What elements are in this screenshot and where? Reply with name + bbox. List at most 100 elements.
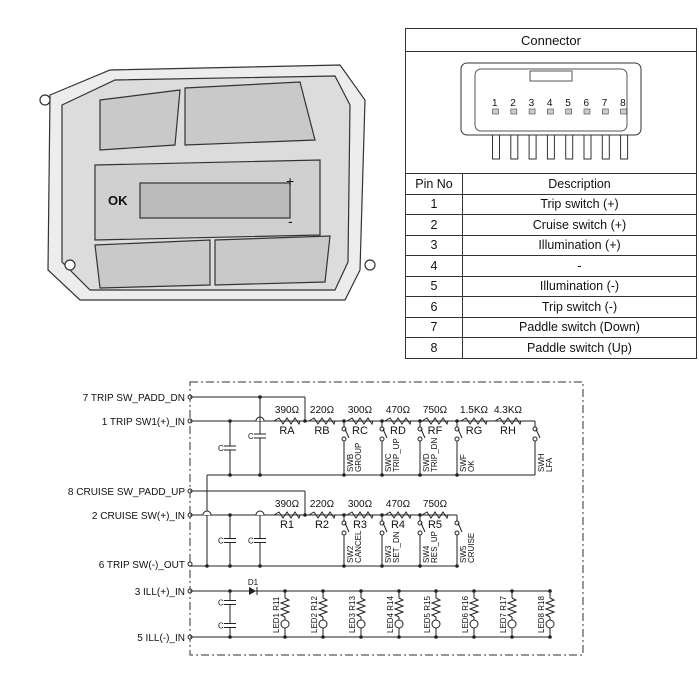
resistor-RD xyxy=(384,417,412,426)
switch-label: SWD xyxy=(422,453,431,472)
switch-label: SWF xyxy=(459,454,468,472)
junction-dot xyxy=(303,419,307,423)
resistor-name: RG xyxy=(466,425,483,437)
switch-blade xyxy=(535,428,541,439)
switch-blade xyxy=(420,522,426,533)
resistor-R5 xyxy=(421,511,449,520)
pin-description: - xyxy=(462,255,697,277)
connector-pin-number: 3 xyxy=(529,98,535,109)
switch-label: CRUISE xyxy=(467,533,476,563)
led xyxy=(469,619,479,629)
switch-label: TRIP_DN xyxy=(430,438,439,472)
resistor-name: R5 xyxy=(428,519,442,531)
connector-pin-number: 4 xyxy=(547,98,553,109)
switch-label: SWB xyxy=(346,454,355,472)
switch-label: RES_UP xyxy=(430,531,439,563)
led xyxy=(280,619,290,629)
resistor-RA xyxy=(273,417,301,426)
pin-description: Illumination (+) xyxy=(462,234,697,256)
description-header: Description xyxy=(462,173,697,195)
resistor-value: 750Ω xyxy=(423,499,448,510)
switch-label: LFA xyxy=(545,457,554,472)
capacitor-label: C xyxy=(218,622,224,631)
switch-label: SW5 xyxy=(459,545,468,563)
led-resistor xyxy=(355,597,367,618)
plus-button-label: + xyxy=(286,173,294,189)
switch-blade xyxy=(457,522,463,533)
capacitor-label: C xyxy=(248,432,254,441)
connector-terminal xyxy=(620,134,629,160)
resistor-R2 xyxy=(308,511,336,520)
resistor-value: 4.3KΩ xyxy=(494,405,523,416)
switch-contact xyxy=(454,436,460,442)
led-label: LED5 R15 xyxy=(423,596,432,633)
led xyxy=(318,619,328,629)
switch-label: SWH xyxy=(537,453,546,472)
connector-pin-cavity xyxy=(602,108,609,115)
resistor-name: RH xyxy=(500,425,516,437)
resistor-RF xyxy=(421,417,449,426)
connector-pin-number: 7 xyxy=(602,98,608,109)
switch-contact xyxy=(379,436,385,442)
switch-blade xyxy=(382,428,388,439)
terminal-label: 2 CRUISE SW(+)_IN xyxy=(92,511,185,522)
connector-terminal xyxy=(510,134,519,160)
pin-description: Trip switch (+) xyxy=(462,193,697,215)
terminal-label: 7 TRIP SW_PADD_DN xyxy=(83,393,185,404)
led-label: LED1 R11 xyxy=(272,596,281,633)
led-resistor xyxy=(393,597,405,618)
junction-dot xyxy=(258,395,262,399)
junction-dot xyxy=(258,564,262,568)
resistor-name: R3 xyxy=(353,519,367,531)
terminal-pin xyxy=(187,561,193,567)
connector-terminal xyxy=(528,134,537,160)
resistor-value: 390Ω xyxy=(275,405,300,416)
switch-contact xyxy=(341,530,347,536)
module-boundary xyxy=(189,381,584,656)
led-resistor xyxy=(468,597,480,618)
led-label: LED6 R16 xyxy=(461,596,470,633)
connector-pin-number: 2 xyxy=(510,98,516,109)
connector-title: Connector xyxy=(405,28,697,52)
led xyxy=(431,619,441,629)
connector-pin-cavity xyxy=(547,108,554,115)
capacitor-label: C xyxy=(218,537,224,546)
resistor-name: RF xyxy=(428,425,443,437)
connector-inner xyxy=(474,68,628,132)
connector-key xyxy=(529,70,573,82)
resistor-value: 300Ω xyxy=(348,405,373,416)
pin-number: 2 xyxy=(405,214,463,236)
resistor-RG xyxy=(460,417,488,426)
connector-pin-cavity xyxy=(528,108,536,115)
led-resistor xyxy=(544,597,556,618)
connector-pin-cavity xyxy=(492,108,499,115)
connector-pin-number: 8 xyxy=(620,98,626,109)
switch-label: SWC xyxy=(384,453,393,472)
switch-contact xyxy=(417,436,423,442)
led-resistor xyxy=(430,597,442,618)
switch-blade xyxy=(344,428,350,439)
switch-label: OK xyxy=(467,460,476,472)
terminal-label: 3 ILL(+)_IN xyxy=(135,587,185,598)
pin-row: 4- xyxy=(405,255,697,277)
resistor-value: 220Ω xyxy=(310,405,335,416)
connector-pin-cavity xyxy=(620,108,627,115)
led-label: LED8 R18 xyxy=(537,596,546,633)
terminal-label: 8 CRUISE SW_PADD_UP xyxy=(68,487,185,498)
junction-dot xyxy=(228,564,232,568)
resistor-R3 xyxy=(346,511,374,520)
resistor-name: R2 xyxy=(315,519,329,531)
terminal-label: 5 ILL(-)_IN xyxy=(137,633,185,644)
switch-contact xyxy=(379,530,385,536)
led xyxy=(356,619,366,629)
resistor-RB xyxy=(308,417,336,426)
junction-dot xyxy=(228,635,232,639)
led-label: LED7 R17 xyxy=(499,596,508,633)
led-resistor xyxy=(317,597,329,618)
capacitor-label: C xyxy=(248,537,254,546)
switch-blade xyxy=(420,428,426,439)
led xyxy=(394,619,404,629)
